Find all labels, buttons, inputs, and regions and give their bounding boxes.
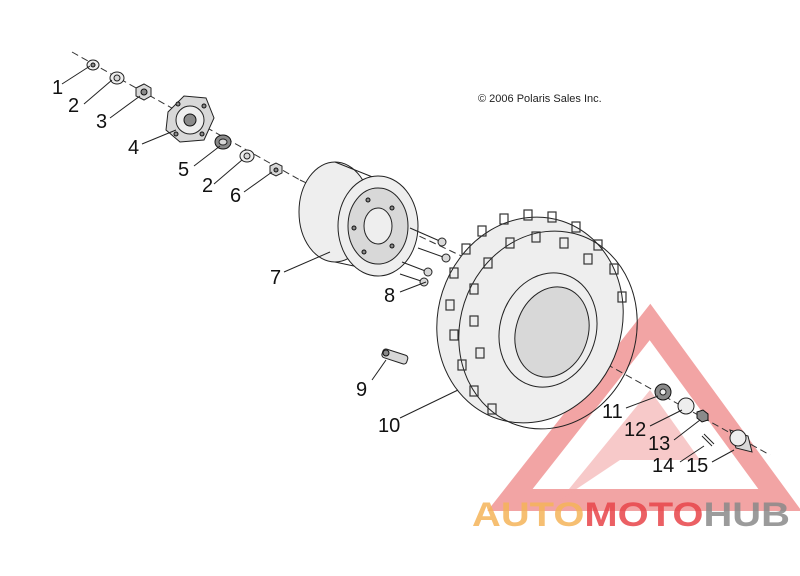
callout-8: 8 — [384, 285, 395, 307]
part-2b-washer — [239, 149, 255, 163]
callout-labels: 1 2 3 4 5 2 6 7 8 9 10 11 12 13 14 15 — [52, 77, 708, 477]
part-2-washer — [109, 71, 125, 85]
callout-5: 5 — [178, 159, 189, 181]
callout-10: 10 — [378, 415, 400, 437]
part-4-hub — [165, 95, 215, 143]
callout-2b: 2 — [202, 175, 213, 197]
part-3-castle-nut — [135, 83, 152, 101]
part-7-wheel-rim — [298, 161, 419, 277]
callout-7: 7 — [270, 267, 281, 289]
callout-6: 6 — [230, 185, 241, 207]
part-14-cotter-pin — [701, 433, 715, 447]
part-15-cap — [729, 429, 753, 453]
watermark-part-moto: MOTO — [584, 496, 703, 534]
part-10-tire — [436, 209, 638, 430]
watermark-part-auto: AUTO — [472, 496, 584, 534]
callout-12: 12 — [624, 419, 646, 441]
part-6-nut — [269, 162, 283, 177]
copyright-text: © 2006 Polaris Sales Inc. — [478, 93, 602, 105]
callout-2: 2 — [68, 95, 79, 117]
callout-14: 14 — [652, 455, 674, 477]
part-11-washer — [654, 383, 672, 401]
leader-lines — [61, 65, 735, 463]
part-1-nut — [86, 59, 100, 71]
callout-3: 3 — [96, 111, 107, 133]
watermark-triangle — [487, 303, 800, 511]
callout-9: 9 — [356, 379, 367, 401]
watermark-part-hub: HUB — [703, 496, 790, 534]
callout-13: 13 — [648, 433, 670, 455]
callout-11: 11 — [602, 401, 623, 423]
part-5-bearing — [214, 134, 232, 150]
part-9-valve-stem — [381, 348, 409, 365]
part-12-spacer — [677, 397, 695, 415]
callout-15: 15 — [686, 455, 708, 477]
tire-tread — [445, 209, 627, 415]
callout-1: 1 — [52, 77, 63, 99]
callout-4: 4 — [128, 137, 139, 159]
part-13-nut — [696, 409, 709, 423]
